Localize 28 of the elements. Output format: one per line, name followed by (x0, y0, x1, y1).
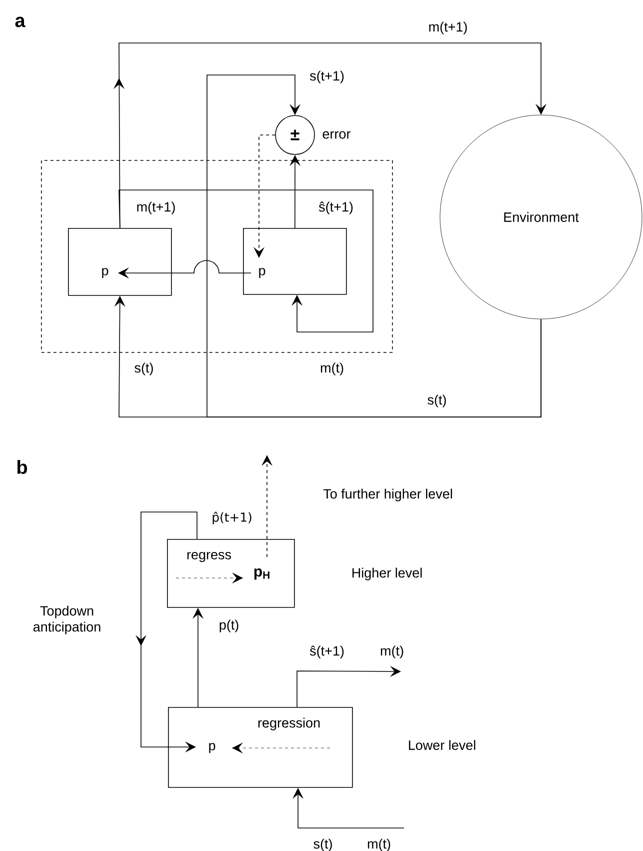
arrow (114, 42, 547, 228)
level-label: Lower level (408, 740, 476, 750)
panel-letter: a (15, 16, 26, 28)
signal-label: m(t) (368, 838, 390, 851)
signal-label: m(t) (380, 646, 404, 658)
node-caption: error (322, 131, 350, 139)
edge-label: p̂(t+1) (210, 510, 254, 526)
process-box: regression p (168, 707, 353, 788)
signal-label: m(t) (320, 362, 344, 376)
panel-letter: b (17, 460, 28, 474)
edge-label: ŝ(t+1) (318, 200, 354, 216)
note: Topdown anticipation (33, 606, 100, 634)
edge-label: p(t) (218, 618, 240, 634)
process-box: regress p$_{H}$ (167, 539, 295, 608)
process-box: p (68, 228, 172, 296)
edge-label: ŝ(t+1) (308, 644, 346, 660)
group-box (41, 160, 393, 353)
edge-label: m(t+1) (427, 20, 469, 36)
edge-label: m(t+1) (135, 200, 177, 216)
note: To further higher level (323, 488, 452, 502)
arrow (118, 190, 374, 332)
level-label: Higher level (352, 568, 422, 580)
edge-label: s(t+1) (308, 70, 346, 84)
edge-label: s(t) (426, 394, 448, 408)
process-box: p (243, 228, 347, 295)
signal-label: s(t) (134, 362, 153, 376)
signal-label: s(t) (314, 838, 332, 851)
arrow (206, 74, 542, 418)
